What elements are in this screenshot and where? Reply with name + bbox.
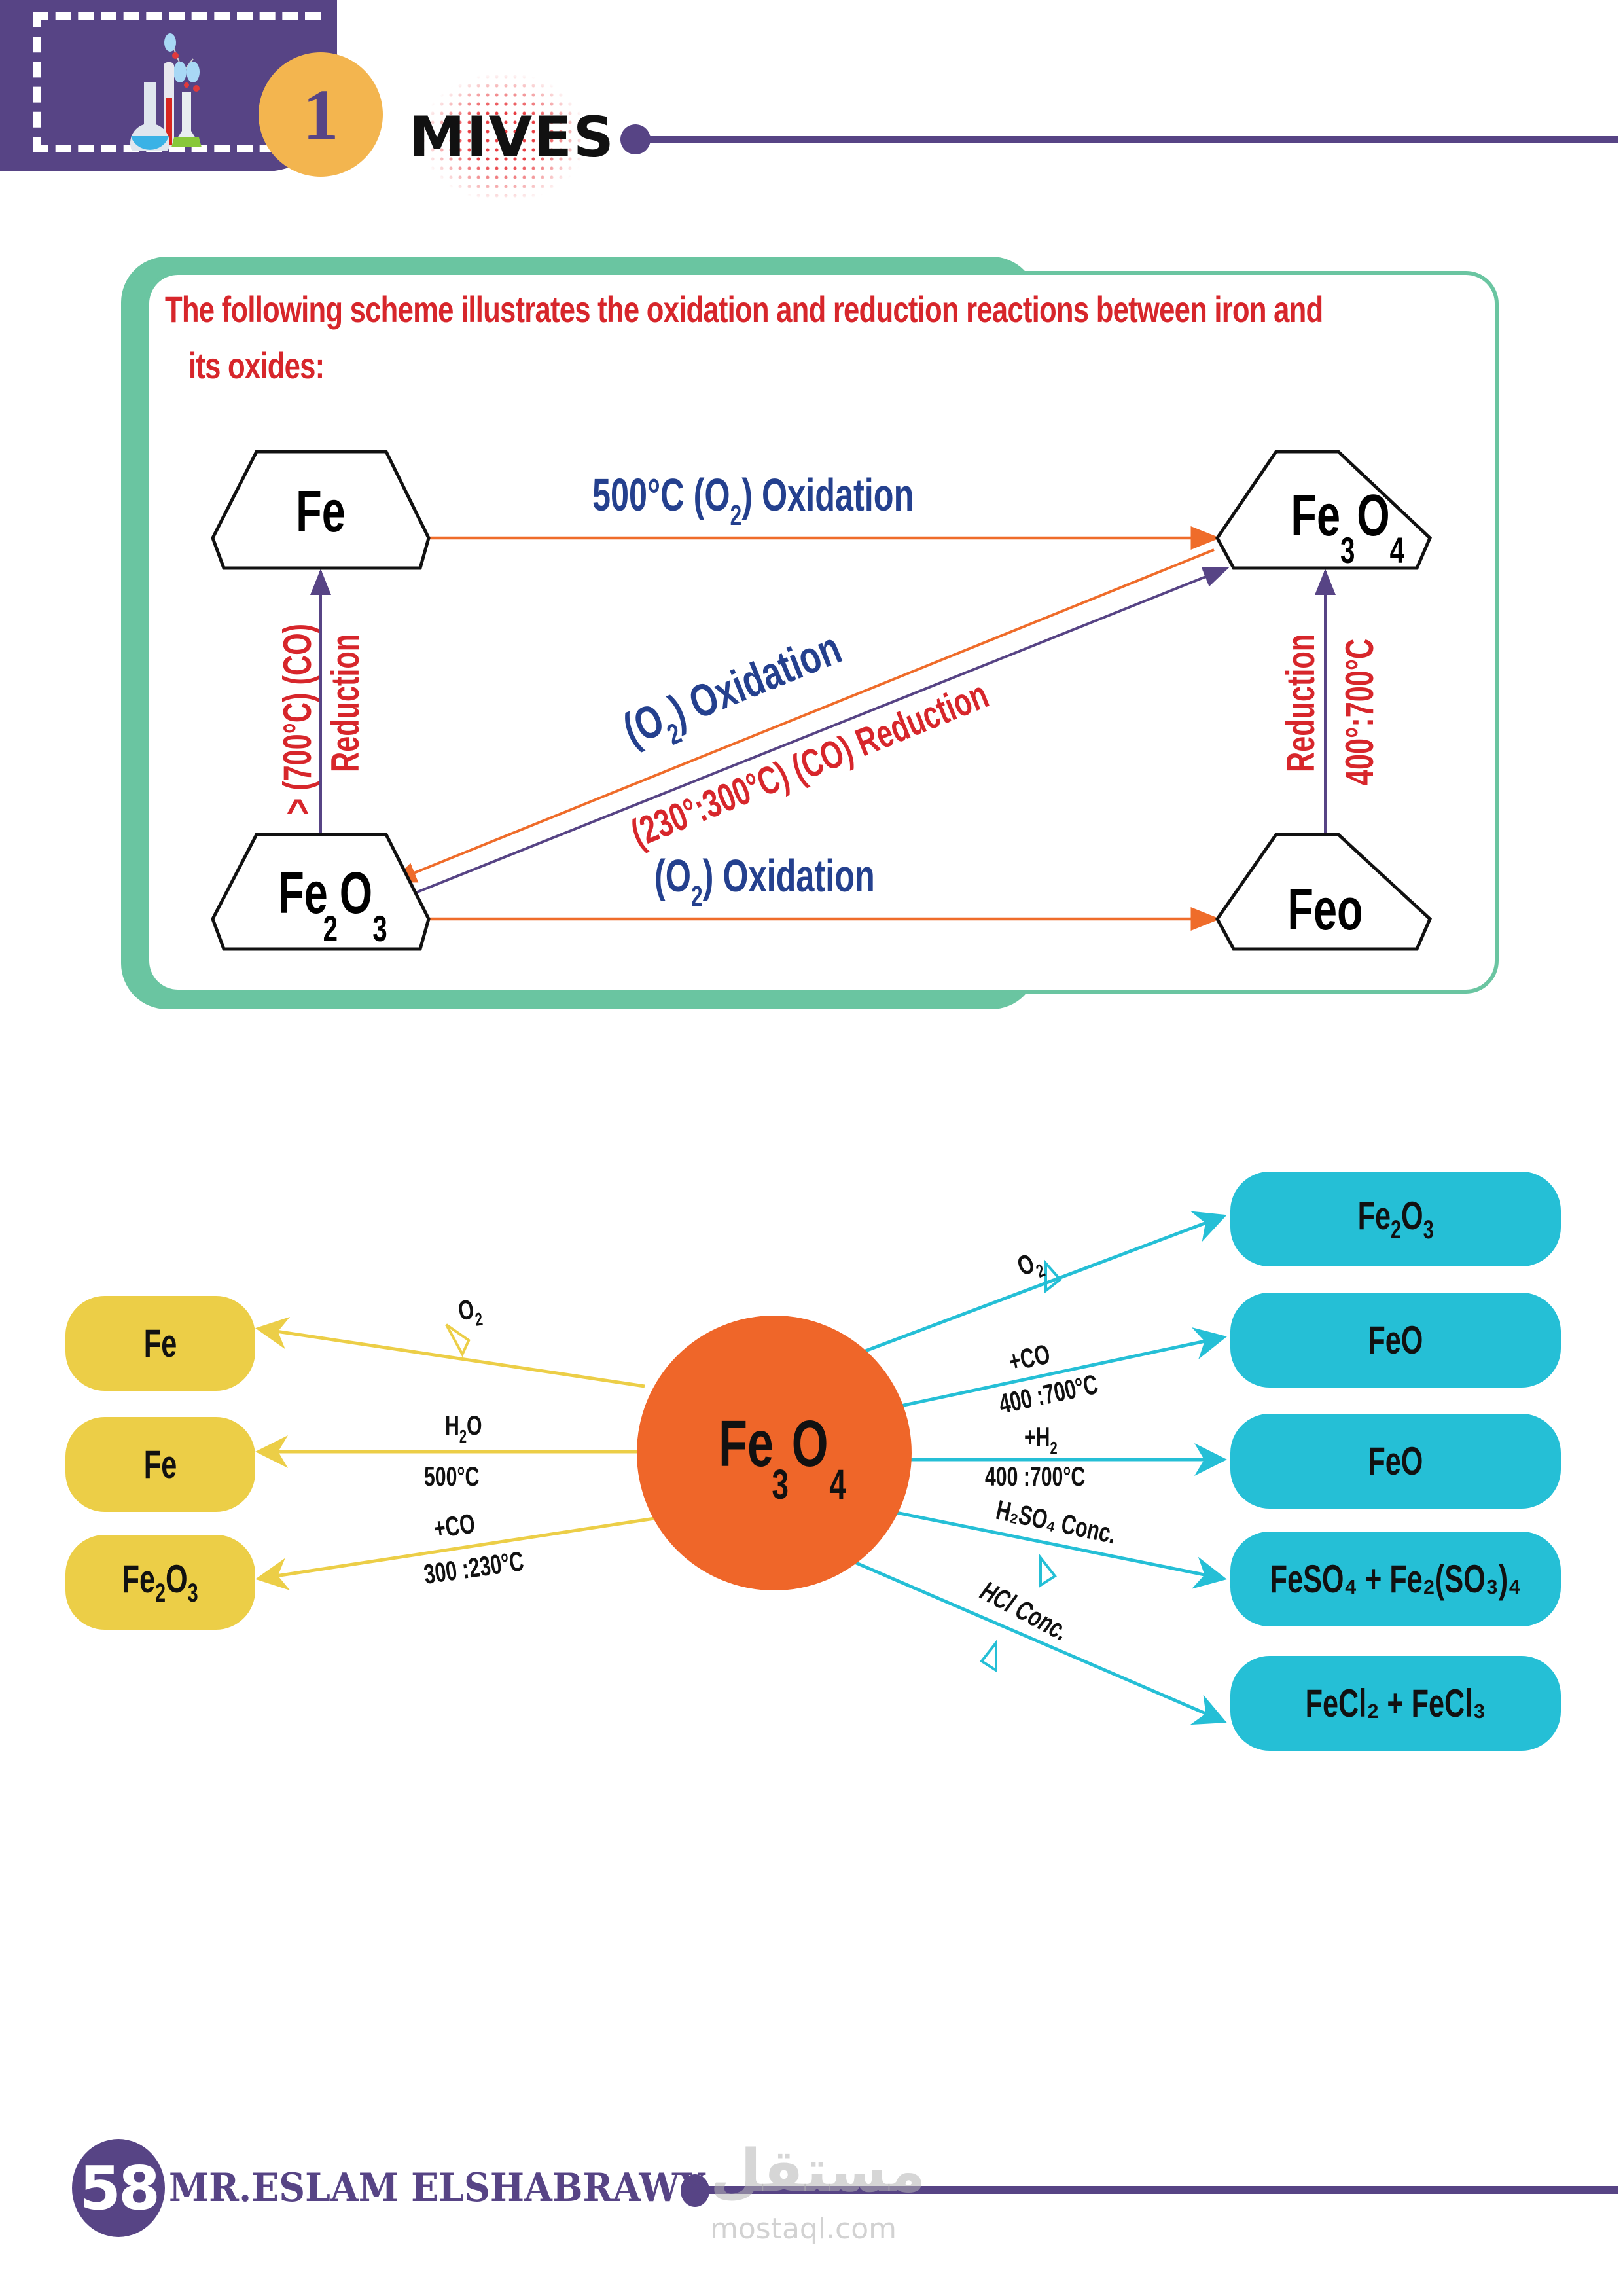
node-feo: Feo — [1215, 833, 1433, 951]
fe2o3-sub-2: 2 — [323, 909, 338, 950]
reagent-h2o: H2O — [445, 1410, 482, 1447]
product-fe-1: Fe — [65, 1296, 255, 1391]
product-feo-1: FeO — [1230, 1293, 1561, 1388]
chapter-number: 1 — [302, 74, 339, 154]
node-fe3o4: Fe 3 O 4 — [1215, 450, 1432, 571]
author-name: MR.ESLAM ELSHABRAWY — [169, 2165, 705, 2211]
arrow-to-fe-o2 — [255, 1316, 645, 1388]
section-title: MIVES — [409, 105, 615, 170]
arrow-to-fecl — [821, 1546, 1227, 1725]
page-number: 58 — [79, 2153, 160, 2223]
condition-400-700c-h2: 400 :700°C — [985, 1461, 1085, 1492]
header-dashed-frame — [33, 12, 321, 152]
svg-text:500°C: 500°C — [424, 1461, 479, 1492]
product-feso4-fe2so3: FeSO₄ + Fe₂(SO₃)₄ — [1230, 1532, 1561, 1626]
svg-text:400°:700°C: 400°:700°C — [1338, 639, 1382, 785]
heat-triangle-icon — [980, 1639, 997, 1673]
intro-text-line2: its oxides: — [188, 345, 325, 386]
label-fe-to-fe3o4: 500°C (O2) Oxidation — [592, 469, 914, 531]
svg-text:+CO: +CO — [1006, 1338, 1052, 1377]
header-rule — [641, 136, 1618, 143]
label-feo-to-fe3o4-reduction: Reduction — [1279, 634, 1323, 772]
center-node-fe3o4: Fe 3 O 4 — [637, 1316, 912, 1590]
fe3o4-reactions-scheme: Fe 3 O 4 O2 H2O 500°C +CO 300 :230°C O2 … — [255, 1211, 1227, 1725]
svg-text:4: 4 — [829, 1462, 846, 1508]
product-fe2o3-right: Fe2O3 — [1230, 1172, 1561, 1266]
label-fe2o3-to-fe-condition: > (700°C) (CO) — [276, 624, 320, 815]
product-fe-2: Fe — [65, 1417, 255, 1512]
node-fe-label: Fe — [296, 478, 346, 545]
watermark-arabic: مستقل — [710, 2137, 926, 2206]
chapter-badge: 1 — [259, 52, 383, 177]
footer-line-dot — [681, 2174, 709, 2207]
svg-text:+CO: +CO — [432, 1508, 477, 1544]
footer-rule — [700, 2186, 1618, 2194]
svg-text:O2: O2 — [456, 1293, 484, 1333]
watermark-text: mostaql.com — [710, 2212, 897, 2246]
svg-text:O2: O2 — [1013, 1245, 1048, 1288]
node-feo-label: Feo — [1287, 876, 1363, 942]
halftone-decoration — [419, 72, 589, 203]
product-fecl2-fecl3: FeCl₂ + FeCl₃ — [1230, 1656, 1561, 1751]
reagent-h2so4: H₂SO₄ Conc. — [993, 1494, 1118, 1550]
fe3o4-sub-3: 3 — [1340, 531, 1355, 571]
reagent-o2-left: O2 — [456, 1293, 484, 1333]
label-fe2o3-to-fe-reduction: Reduction — [324, 634, 368, 772]
heat-triangle-icon — [1039, 1554, 1057, 1588]
arrow-to-feso4 — [860, 1503, 1227, 1589]
arrow-fe3o4-to-fe2o3 — [390, 548, 1215, 883]
svg-text:H₂SO₄ Conc.: H₂SO₄ Conc. — [993, 1494, 1118, 1550]
reagent-o2-right: O2 — [1013, 1245, 1048, 1288]
heat-triangle-icon — [445, 1323, 471, 1357]
intro-text-line1: The following scheme illustrates the oxi… — [165, 289, 1323, 330]
reagent-h2: +H2 — [1024, 1422, 1058, 1459]
svg-text:O: O — [792, 1407, 829, 1480]
fe2o3-part-fe: Fe — [278, 860, 328, 926]
heat-triangle-icon — [1044, 1259, 1062, 1294]
fe2o3-sub-3: 3 — [372, 909, 387, 950]
svg-text:500°C (O2) Oxidation: 500°C (O2) Oxidation — [592, 469, 914, 531]
reagent-co-right: +CO — [1006, 1338, 1052, 1377]
chemistry-flasks-icon — [130, 33, 202, 151]
arrow-to-feo-co — [863, 1327, 1227, 1416]
svg-text:H2O: H2O — [445, 1410, 482, 1447]
fe2o3-part-o: O — [340, 860, 372, 926]
arrow-to-fe2o3-o2 — [837, 1211, 1227, 1363]
svg-text:(O2) Oxidation: (O2) Oxidation — [654, 850, 875, 912]
product-fe2o3-left: Fe2O3 — [65, 1535, 255, 1630]
svg-text:Reduction: Reduction — [324, 634, 368, 772]
product-feo-2: FeO — [1230, 1414, 1561, 1509]
node-fe: Fe — [211, 450, 431, 570]
label-feo-to-fe3o4-condition: 400°:700°C — [1338, 639, 1382, 785]
condition-500c: 500°C — [424, 1461, 479, 1492]
fe3o4-part-o: O — [1357, 482, 1389, 548]
svg-text:+H2: +H2 — [1024, 1422, 1058, 1459]
fe3o4-sub-4: 4 — [1390, 531, 1404, 571]
svg-text:> (700°C) (CO): > (700°C) (CO) — [276, 624, 320, 815]
svg-text:3: 3 — [772, 1462, 789, 1508]
arrow-to-fe2o3-co — [255, 1516, 655, 1590]
molecule-icon — [164, 33, 200, 92]
arrow-fe2o3-to-fe3o4 — [402, 567, 1230, 899]
svg-text:Reduction: Reduction — [1279, 634, 1323, 772]
fe3o4-part-fe: Fe — [1291, 482, 1340, 548]
page-number-badge: 58 — [72, 2139, 165, 2237]
node-fe2o3: Fe 2 O 3 — [211, 833, 431, 951]
oxidation-reduction-scheme: Fe Fe 3 O 4 Fe 2 O 3 Feo 500°C (O2) Oxid… — [211, 450, 1433, 951]
reagent-co-left: +CO — [432, 1508, 477, 1544]
label-fe2o3-to-feo: (O2) Oxidation — [654, 850, 875, 912]
svg-text:400 :700°C: 400 :700°C — [985, 1461, 1085, 1492]
svg-text:Fe: Fe — [719, 1407, 774, 1480]
